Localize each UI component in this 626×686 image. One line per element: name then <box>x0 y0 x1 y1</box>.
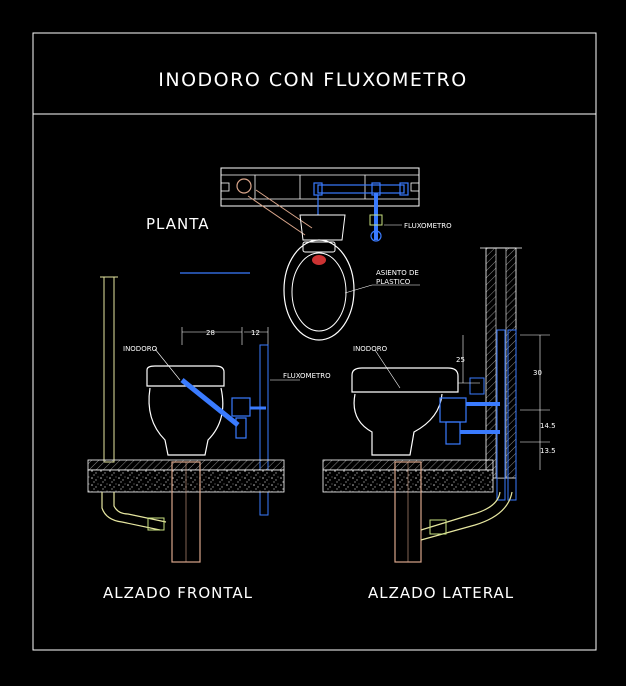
fluxometro-plan-label: FLUXOMETRO <box>404 222 452 230</box>
plan-view-label: PLANTA <box>146 215 210 233</box>
side-elevation-label: ALZADO LATERAL <box>368 584 514 602</box>
asiento-label-line2: PLASTICO <box>376 278 411 286</box>
fluxometro-front-label: FLUXOMETRO <box>283 372 331 380</box>
front-elevation <box>87 276 300 563</box>
dim-side-c: 14.5 <box>540 422 556 430</box>
side-elevation <box>322 247 550 563</box>
inodoro-side-label: INODORO <box>353 345 388 353</box>
asiento-label-line1: ASIENTO DE <box>376 269 419 277</box>
sheet-title: INODORO CON FLUXOMETRO <box>158 69 467 91</box>
front-elevation-label: ALZADO FRONTAL <box>103 584 253 602</box>
sheet-border <box>32 32 597 651</box>
inodoro-front-label: INODORO <box>123 345 158 353</box>
dim-side-b: 30 <box>533 369 542 377</box>
dim-front-offset: 12 <box>251 329 260 337</box>
dim-side-a: 25 <box>456 356 465 364</box>
plan-view <box>180 167 420 341</box>
dim-front-width: 28 <box>206 329 215 337</box>
dim-side-d: 13.5 <box>540 447 556 455</box>
